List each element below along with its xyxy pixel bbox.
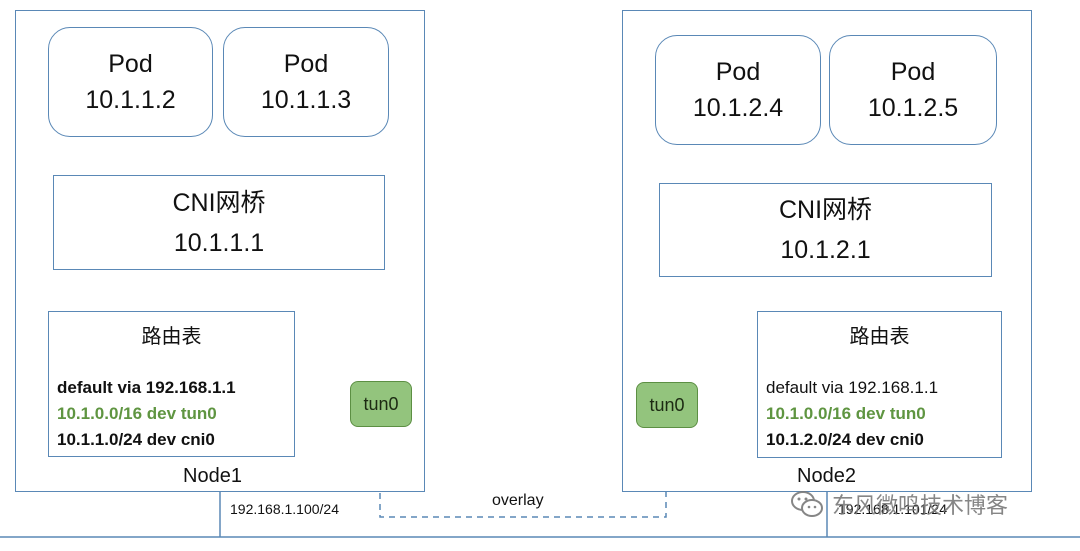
cni-bridge-node1: CNI网桥 10.1.1.1 bbox=[53, 175, 385, 270]
watermark: 东风微鸣技术博客 bbox=[790, 486, 1008, 522]
pod-ip: 10.1.1.2 bbox=[85, 86, 176, 114]
node1-host-ip: 192.168.1.100/24 bbox=[230, 501, 339, 517]
route-entry-tunnel: 10.1.0.0/16 dev tun0 bbox=[766, 404, 926, 423]
bridge-title: CNI网桥 bbox=[172, 188, 266, 217]
node2-host-ip: 192.168.1.101/24 bbox=[838, 501, 947, 517]
pod-node1-2: Pod 10.1.1.3 bbox=[223, 27, 389, 137]
bridge-ip: 10.1.1.1 bbox=[173, 228, 265, 257]
cni-bridge-node2: CNI网桥 10.1.2.1 bbox=[659, 183, 992, 277]
route-entry: 10.1.2.0/24 dev cni0 bbox=[766, 430, 924, 449]
route-entry: 10.1.1.0/24 dev cni0 bbox=[57, 430, 215, 449]
pod-ip: 10.1.2.4 bbox=[692, 94, 784, 122]
node2-label: Node2 bbox=[797, 465, 856, 487]
pod-ip: 10.1.1.3 bbox=[260, 86, 352, 114]
tun0-node1: tun0 bbox=[350, 381, 412, 427]
bridge-title: CNI网桥 bbox=[778, 196, 873, 224]
tun0-node2: tun0 bbox=[636, 382, 698, 428]
route-table-title: 路由表 bbox=[849, 326, 910, 348]
pod-node2-1: Pod 10.1.2.4 bbox=[655, 35, 821, 145]
node1-label: Node1 bbox=[183, 465, 242, 487]
bridge-ip: 10.1.2.1 bbox=[780, 236, 871, 264]
route-entry: default via 192.168.1.1 bbox=[766, 378, 939, 397]
route-table-title: 路由表 bbox=[141, 326, 202, 348]
pod-title: Pod bbox=[890, 58, 936, 86]
pod-node1-1: Pod 10.1.1.2 bbox=[48, 27, 213, 137]
overlay-label: overlay bbox=[492, 492, 544, 509]
route-table-node2: 路由表 default via 192.168.1.1 10.1.0.0/16 … bbox=[757, 311, 1002, 458]
route-entry: default via 192.168.1.1 bbox=[57, 378, 236, 397]
watermark-text: 东风微鸣技术博客 bbox=[832, 493, 1009, 518]
route-entry-tunnel: 10.1.0.0/16 dev tun0 bbox=[57, 404, 217, 423]
wechat-icon bbox=[791, 491, 823, 517]
pod-title: Pod bbox=[283, 50, 329, 78]
pod-title: Pod bbox=[715, 58, 761, 86]
route-table-node1: 路由表 default via 192.168.1.1 10.1.0.0/16 … bbox=[48, 311, 295, 457]
pod-ip: 10.1.2.5 bbox=[867, 94, 959, 122]
pod-title: Pod bbox=[108, 50, 153, 78]
pod-node2-2: Pod 10.1.2.5 bbox=[829, 35, 997, 145]
